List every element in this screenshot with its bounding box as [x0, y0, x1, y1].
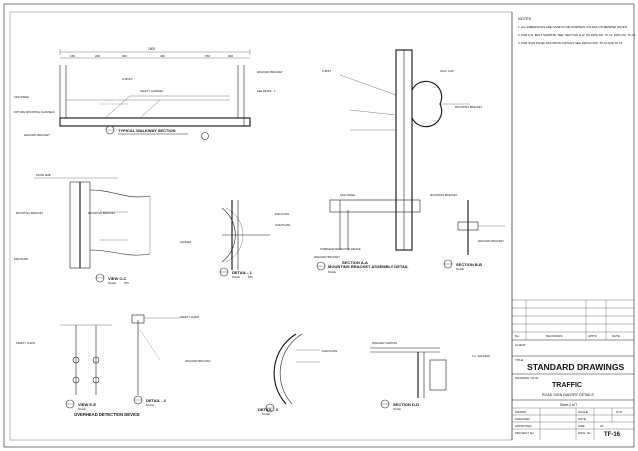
dwg-value: TF-16 [604, 432, 621, 438]
note-2: 2. FOR H.D. BOLT TEMPATE, SEE "SECTION H… [518, 33, 636, 37]
label-walkway-bracket-d2: WALKWAY BRACKET [185, 359, 211, 363]
detail-2: SAFETY CHAIN WALKWAY BRACKET DETAIL - 2 … [131, 314, 211, 407]
mounting-bracket-detail: U-BOLT GALV. CLIP MOUNTING BRACKET SIGN … [314, 49, 483, 274]
title-main: STANDARD DRAWINGS [527, 362, 625, 372]
notes-heading: NOTES [518, 17, 532, 21]
title-walkway: TYPICAL WALKWAY SECTION [118, 128, 176, 133]
size-value: A1 [600, 424, 604, 428]
title-detail3: DETAIL - 3 [258, 407, 279, 412]
title-section-aa: SECTION A-A [342, 260, 368, 265]
label-walkway-bracket: WALKWAY BRACKET [257, 70, 283, 74]
client-label: CLIENT [515, 343, 526, 347]
title-overhead: OVERHEAD DETECTION DEVICE [74, 412, 140, 417]
dwg-label: DWG. No. [578, 431, 592, 435]
label-walkway-bracket-a: WALKWAY BRACKET [314, 255, 340, 259]
label-walkway-grating: WALKWAY GRATING [372, 341, 397, 345]
label-bracket-a2: MOUNTING BRACKET [430, 193, 458, 197]
date-label: DATE [578, 417, 586, 421]
label-safety-chain-e: SAFETY CHAIN [16, 341, 35, 345]
label-shim: SHIM PLATE [275, 223, 290, 227]
nts-cc: NTS [124, 282, 129, 285]
scale-cc: SCALE [108, 282, 116, 285]
label-see-detail: SEE DETAIL - 1 [257, 89, 276, 93]
scale-label: SCALE [578, 410, 588, 414]
checked-label: CHECKED [515, 417, 531, 421]
dim-b: 200 [95, 54, 100, 58]
dim-overall: 1800 [148, 47, 155, 51]
label-u-bolt-a: U-BOLT [322, 69, 332, 73]
scale-aa: SCALE [328, 271, 336, 274]
project-label: PROJECT No. [515, 431, 535, 435]
section-dd: WALKWAY GRATING C.L. WALKWAY SECTION D-D… [370, 341, 491, 411]
drawing-subtitle: ROAD SIGN GANTRY DETAILS [542, 393, 594, 397]
title-view-ee: VIEW E-E [78, 402, 96, 407]
title-block: No. REVISIONS APP'D DATE CLIENT TITLE ST… [512, 299, 634, 440]
scale-d2: SCALE [146, 404, 154, 407]
view-cc: PLATE SIZE MOUNTING BRACKET MOUNTING BRA… [14, 173, 151, 285]
label-end-plate-1: END PLATE [275, 212, 289, 216]
dim-f: 200 [228, 54, 233, 58]
rev-revisions: REVISIONS [546, 334, 562, 338]
label-end-plate: END PLATE [14, 257, 28, 261]
sheet-number: Sheet 2 of 7 [560, 403, 577, 407]
dim-d: 460 [160, 54, 165, 58]
scale-ee: SCALE [78, 408, 86, 411]
label-safety-channel: SAFETY CHANNEL [140, 89, 164, 93]
dim-c: 300 [122, 54, 127, 58]
label-galv-clip: GALV. CLIP [440, 69, 454, 73]
approved-label: APPROVED [515, 424, 533, 428]
walkway-section: 1800 150 200 300 460 150 200 U-BOLT SAFE… [14, 47, 283, 140]
dim-a: 150 [70, 54, 75, 58]
drawing-title-label: DRAWING TITLE [515, 376, 538, 380]
label-bracket-a: MOUNTING BRACKET [455, 105, 483, 109]
notes-panel: NOTES 1. ALL DIMENSIONS ARE GIVEN IN MIL… [511, 12, 636, 440]
label-mounting-bracket-c: MOUNTING BRACKET [16, 211, 44, 215]
scale-d1: SCALE [232, 276, 240, 279]
label-shim-d3: SHIM PLATE [322, 349, 337, 353]
label-cl-walkway: C.L. WALKWAY [472, 354, 491, 358]
drawing-title: TRAFFIC [552, 382, 582, 389]
label-bracket-b: WALKWAY BRACKET [478, 239, 504, 243]
rev-date: DATE [612, 334, 620, 338]
note-1: 1. ALL DIMENSIONS ARE GIVEN IN MILLIMETE… [518, 25, 627, 29]
nts-d1: NTS [248, 276, 253, 279]
section-bb: WALKWAY BRACKET SECTION B-B SCALE [443, 200, 505, 271]
label-u-bolt: U-BOLT [122, 77, 133, 81]
sheet-border [3, 3, 635, 448]
title-view-cc: VIEW C-C [108, 276, 127, 281]
rev-no: No. [515, 334, 520, 338]
label-walkway-bracket-2: WALKWAY BRACKET [24, 133, 50, 137]
note-3: 3. FOR SIGN PANEL MOUNTING DETAILS SEE D… [518, 41, 623, 45]
drawing-frame [9, 11, 513, 441]
label-sign-panel-a: SIGN PANEL [340, 193, 356, 197]
detail-1: END PLATE SHIM PLATE HANGER DETAIL - 1 S… [180, 200, 290, 279]
title-label: TITLE [515, 358, 523, 362]
label-sign-panel: SIGN PANEL [14, 95, 30, 99]
dim-e: 150 [205, 54, 210, 58]
rev-appd: APP'D [588, 334, 598, 338]
drawn-label: DRAWN [515, 410, 526, 414]
title-detail2: DETAIL - 2 [146, 398, 167, 403]
label-mounting-bracket: MOUNTING BRACKET [88, 211, 116, 215]
view-ee: SAFETY CHAIN VIEW E-E SCALE [16, 324, 112, 411]
label-overhead-a: OVERHEAD DETECTION DEVICE [320, 247, 361, 251]
scale-bb: SCALE [456, 268, 464, 271]
label-plate-size: PLATE SIZE [36, 173, 51, 177]
label-fixture: FIXTURE MOUNTING CHANNELS [14, 110, 55, 114]
scale-d3: SCALE [262, 413, 270, 416]
title-detail1: DETAIL - 1 [232, 270, 253, 275]
title-mounting: MOUNTING BRACKET ASSEMBLY DETAIL [328, 264, 409, 269]
title-section-dd: SECTION D-D [393, 402, 419, 407]
title-section-bb: SECTION B-B [456, 262, 482, 267]
scale-value: NTS [616, 410, 622, 414]
size-label: SIZE [578, 424, 585, 428]
label-safety-chain-d2: SAFETY CHAIN [180, 315, 199, 319]
label-hanger: HANGER [180, 240, 191, 244]
detail-3: SHIM PLATE DETAIL - 3 SCALE [258, 333, 337, 416]
scale-dd: SCALE [393, 408, 401, 411]
